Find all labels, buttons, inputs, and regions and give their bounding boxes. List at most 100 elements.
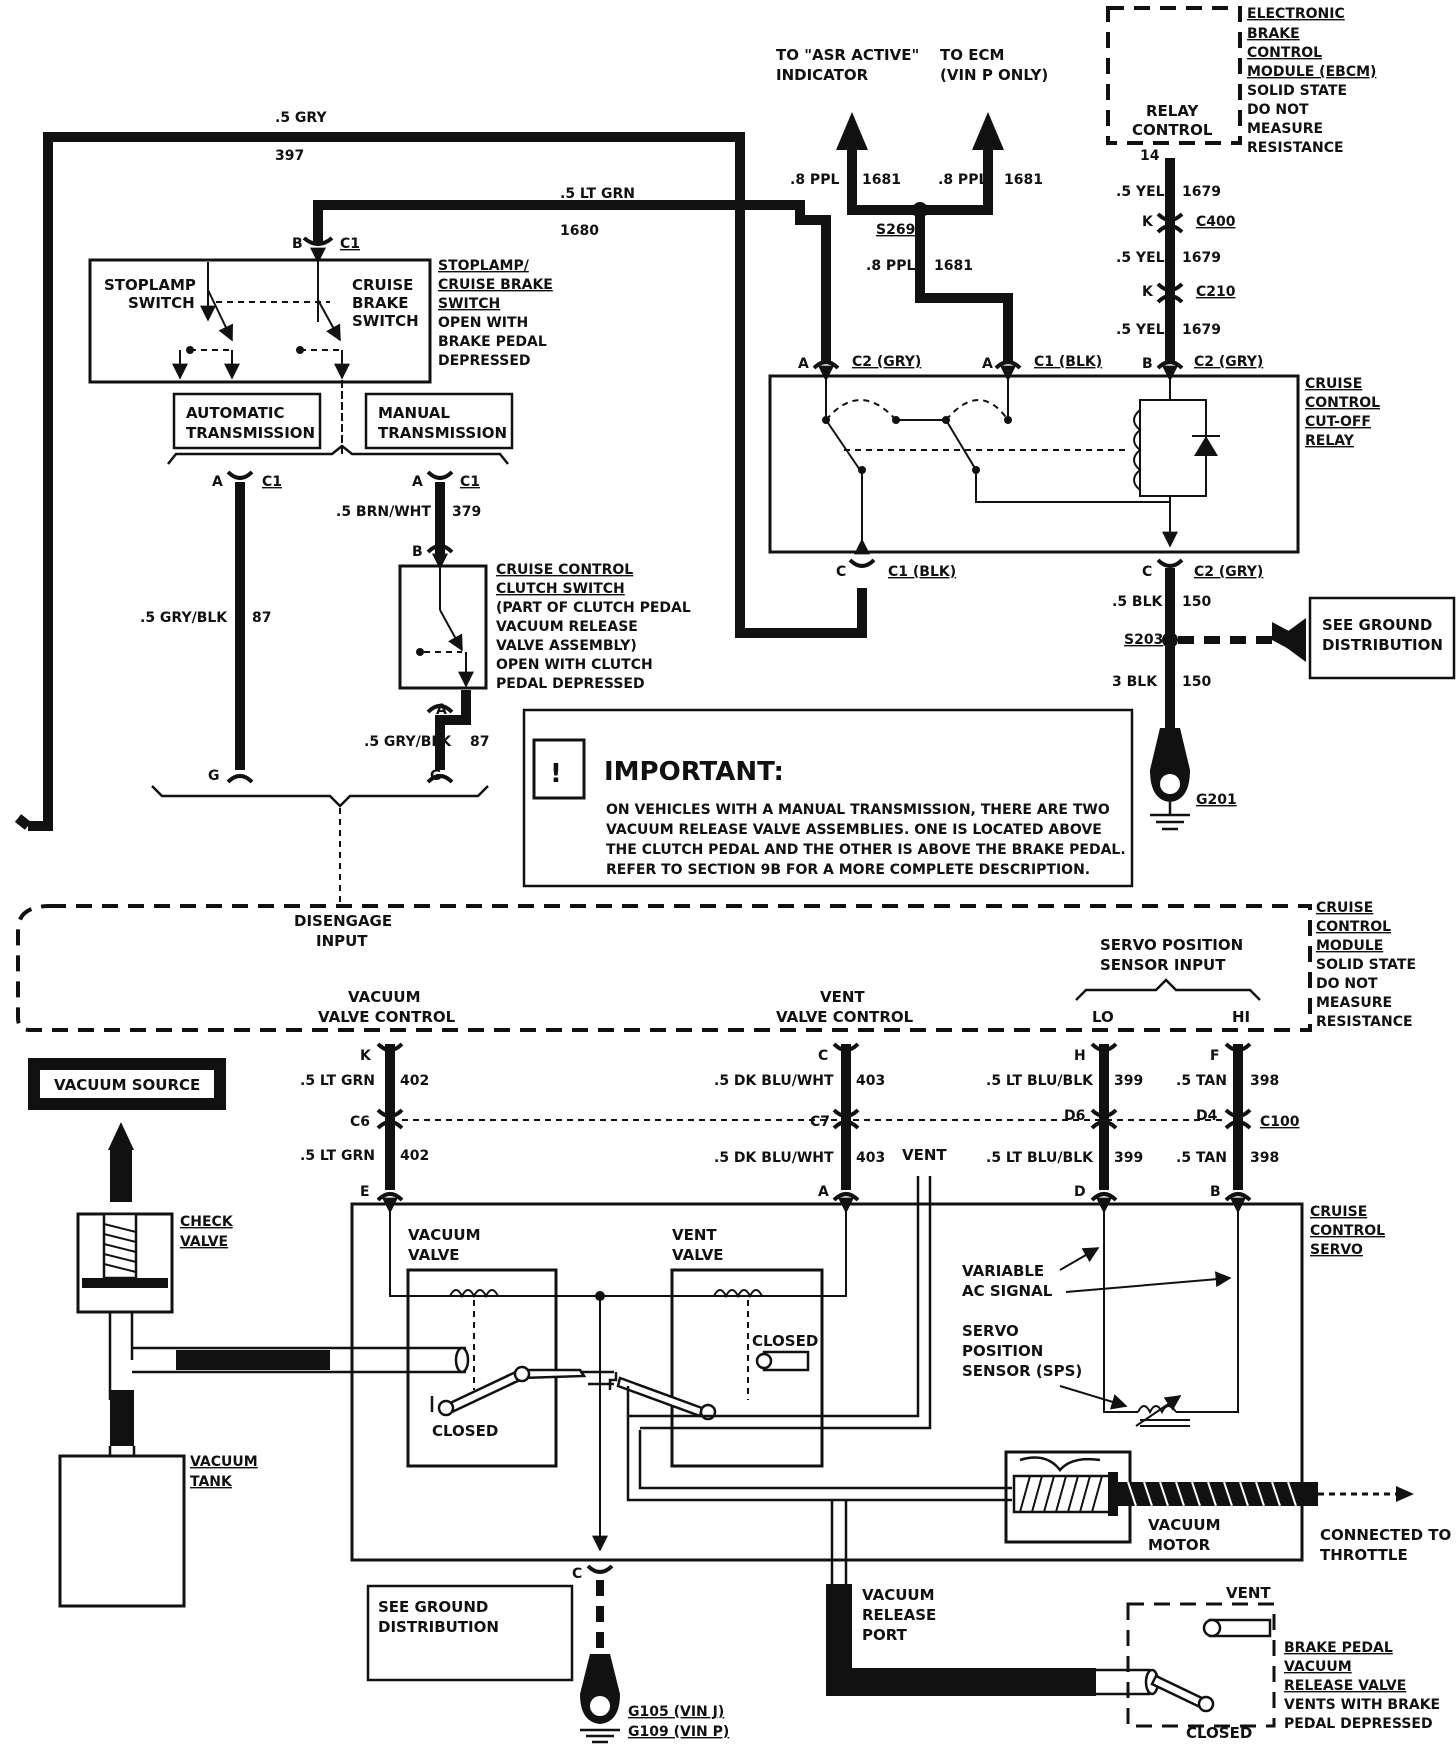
important-note: ! IMPORTANT: ON VEHICLES WITH A MANUAL T… [522,708,1134,888]
conn-b-clutch: B [412,544,423,560]
vacuum-tank: VACUUM TANK [58,1446,258,1608]
hi-label: HI [1232,1008,1250,1026]
option-bracket-bottom [151,785,489,808]
ccm-1: CRUISE [1316,900,1373,916]
clutch-desc-1: CRUISE CONTROL [496,562,633,578]
ebcm-label-8: RESISTANCE [1247,140,1344,156]
asr-indicator-label-2: INDICATOR [776,66,869,84]
cruise-brake-label-3: SWITCH [352,312,419,330]
check-valve-2: VALVE [180,1234,228,1250]
vacuum-release-port: VACUUM RELEASE PORT [826,1584,1096,1696]
important-line-2: VACUUM RELEASE VALVE ASSEMBLIES. ONE IS … [606,822,1102,838]
disengage-1: DISENGAGE [294,912,392,930]
wire-87-manual: A .5 GRY/BLK 87 [364,690,489,770]
see-ground-1b: DISTRIBUTION [1322,636,1443,654]
wire-397: .5 GRY 397 [14,110,867,831]
clutch-desc-4: VACUUM RELEASE [496,619,638,635]
ebcm-label-6: DO NOT [1247,102,1309,118]
conn-c6: C6 [350,1114,370,1130]
check-valve-1: CHECK [180,1214,234,1230]
ebcm-label-5: SOLID STATE [1247,83,1347,99]
wire-399a-gauge: .5 LT BLU/BLK [986,1073,1094,1089]
vent-tube: VENT [628,1146,947,1430]
wire-398a-circuit: 398 [1250,1073,1279,1089]
vacuum-passage [580,1370,1012,1584]
see-ground-box-2: SEE GROUND DISTRIBUTION [366,1584,574,1682]
wire-402a-circuit: 402 [400,1073,429,1089]
wire-87b-gauge: .5 GRY/BLK [364,734,452,750]
wire-1680-gauge: .5 LT GRN [560,186,635,202]
ebcm-label-7: MEASURE [1247,121,1323,137]
wire-397-gauge: .5 GRY [275,110,327,126]
stoplamp-cruise-brake-switch: B C1 STOPLAMP SWITCH CRUISE BRAKE SWITCH [88,236,432,450]
stoplamp-switch-label-2: SWITCH [128,294,195,312]
splice-s203-label: S203 [1124,632,1163,648]
wire-87a-gauge: .5 GRY/BLK [140,610,228,626]
to-ecm-label-1: TO ECM [940,46,1004,64]
vacuum-valve: VACUUM VALVE CLOSED [406,1226,587,1468]
servo-2: CONTROL [1310,1223,1385,1239]
conn-c2-gry: C2 (GRY) [852,354,921,370]
clutch-desc-3: (PART OF CLUTCH PEDAL [496,600,691,616]
conn-c210: C210 [1196,284,1236,300]
bprv-1: BRAKE PEDAL [1284,1640,1393,1656]
vrp-3: PORT [862,1626,908,1644]
conn-f-398: F [1210,1048,1220,1064]
throttle-label-1: CONNECTED TO [1320,1526,1451,1544]
wire-1679a-gauge: .5 YEL [1116,184,1165,200]
wire-403a-circuit: 403 [856,1073,885,1089]
vacuum-valve-1: VACUUM [408,1226,481,1244]
servo-position-sensor: VARIABLE AC SIGNAL SERVO POSITION SENSOR… [962,1197,1246,1427]
conn-a-c2: A [798,356,809,372]
conn-a-403: A [818,1184,829,1200]
wire-1679b-circuit: 1679 [1182,250,1221,266]
cruise-brake-label-1: CRUISE [352,276,413,294]
ground-g201-label: G201 [1196,792,1237,808]
conn-c400: C400 [1196,214,1236,230]
conn-b-c2: B [1142,356,1153,372]
stoplamp-desc-2: CRUISE BRAKE [438,277,553,293]
wire-1681c-gauge: .8 PPL [866,258,915,274]
conn-c2-gry-2: C2 (GRY) [1194,354,1263,370]
stoplamp-desc-6: DEPRESSED [438,353,531,369]
cutoff-relay-2: CONTROL [1305,395,1380,411]
option-bracket-top [167,444,509,465]
wire-1679b-gauge: .5 YEL [1116,250,1165,266]
man-trans-1: MANUAL [378,404,450,422]
wire-1679: 14 .5 YEL 1679 K C400 .5 YEL 1679 K C210… [1116,148,1236,362]
vent-valve: VENT VALVE CLOSED [616,1226,824,1468]
splice-s203 [1162,632,1178,648]
ccm-4: SOLID STATE [1316,957,1416,973]
conn-d4: D4 [1196,1108,1218,1124]
important-line-4: REFER TO SECTION 9B FOR A MORE COMPLETE … [606,862,1090,878]
wire-403b-gauge: .5 DK BLU/WHT [714,1150,834,1166]
vacuum-tank-1: VACUUM [190,1454,258,1470]
wire-398a-gauge: .5 TAN [1176,1073,1227,1089]
vent-valve-closed: CLOSED [752,1332,818,1350]
stoplamp-desc-3: SWITCH [438,296,500,312]
wire-1679c-circuit: 1679 [1182,322,1221,338]
wire-87b-circuit: 87 [470,734,489,750]
see-ground-2b: DISTRIBUTION [378,1618,499,1636]
clutch-desc-5: VALVE ASSEMBLY) [496,638,637,654]
wire-150b-circuit: 150 [1182,674,1211,690]
bprv-4: VENTS WITH BRAKE [1284,1697,1440,1713]
spi-1: SERVO POSITION [1100,936,1243,954]
conn-k1: K [1142,214,1154,230]
ground-g201: G201 [1150,728,1237,831]
conn-c100: C100 [1260,1114,1300,1130]
vent-vc-2: VALVE CONTROL [776,1008,914,1026]
stoplamp-desc-1: STOPLAMP/ [438,258,530,274]
vacuum-motor: VACUUM MOTOR [1004,1450,1318,1554]
conn-c2-gry-3: C2 (GRY) [1194,564,1263,580]
wire-402b-circuit: 402 [400,1148,429,1164]
cutoff-relay-3: CUT-OFF [1305,414,1371,430]
stoplamp-desc-5: BRAKE PEDAL [438,334,547,350]
cruise-control-servo: CRUISE CONTROL SERVO [350,1202,1385,1562]
conn-c1-top: C1 [340,236,360,252]
wire-150a-gauge: .5 BLK [1112,594,1164,610]
relay-pin-14: 14 [1140,148,1160,164]
relay-control-label-2: CONTROL [1132,121,1213,139]
conn-b-398: B [1210,1184,1221,1200]
